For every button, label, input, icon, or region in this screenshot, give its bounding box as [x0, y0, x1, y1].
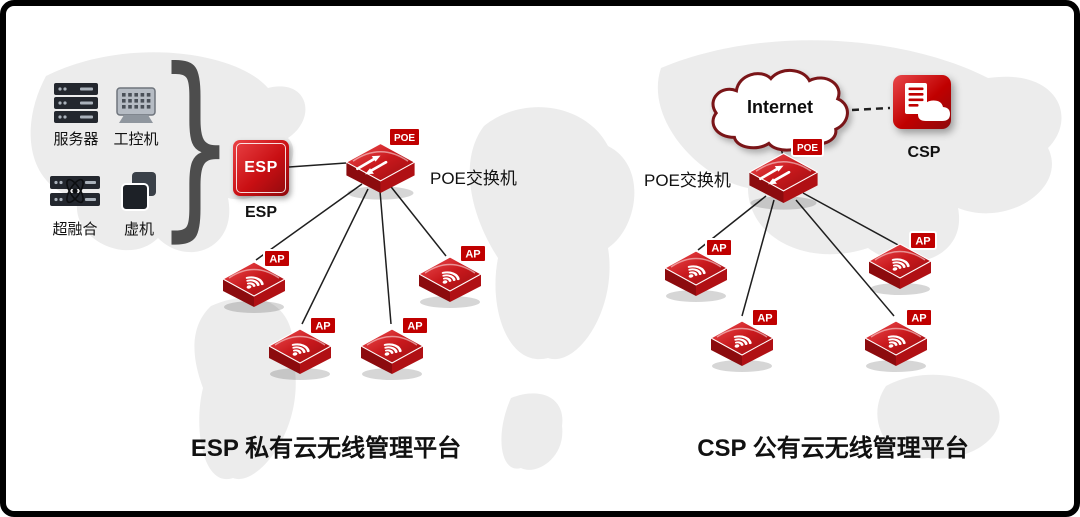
internet-cloud: Internet [704, 66, 856, 156]
svg-text:AP: AP [407, 321, 422, 333]
group-brace: } [156, 27, 235, 260]
svg-text:AP: AP [915, 236, 930, 248]
ap-badge: AP [909, 231, 937, 250]
ap-badge: AP [905, 308, 933, 327]
vm-label: 虚机 [123, 221, 154, 238]
svg-text:AP: AP [465, 249, 480, 261]
ap-device: AP [858, 308, 934, 379]
svg-text:POE: POE [394, 133, 415, 144]
internet-label: Internet [746, 96, 813, 117]
ipc-label: 工控机 [113, 131, 159, 148]
ap-badge: AP [309, 316, 337, 335]
industrial-pc-icon [114, 86, 158, 131]
csp-caption: CSP [907, 144, 941, 161]
ap-badge: AP [263, 249, 291, 268]
right-title: CSP 公有云无线管理平台 [697, 435, 969, 462]
poe-switch-left: POE [339, 126, 423, 205]
csp-icon [892, 74, 956, 134]
server-label: 服务器 [53, 131, 99, 148]
poe-badge: POE [791, 137, 824, 157]
esp-caption: ESP [244, 204, 277, 221]
cloud-glyph [918, 100, 950, 121]
svg-text:AP: AP [757, 313, 772, 325]
poe-switch-right: POE [742, 136, 826, 215]
ap-device: AP [262, 316, 338, 387]
hyperconverged-label: 超融合 [52, 221, 98, 238]
ap-device: AP [658, 238, 734, 309]
poe-switch-label-left: POE交换机 [430, 169, 517, 188]
poe-badge: POE [388, 127, 421, 147]
ap-badge: AP [459, 244, 487, 263]
svg-text:AP: AP [315, 321, 330, 333]
hyperconverged-icon [48, 172, 102, 219]
left-title: ESP 私有云无线管理平台 [190, 435, 462, 462]
svg-text:POE: POE [797, 143, 818, 154]
ap-device: AP [704, 308, 780, 379]
poe-switch-label-right: POE交换机 [644, 171, 731, 190]
ap-device: AP [862, 231, 938, 302]
ap-badge: AP [401, 316, 429, 335]
ap-badge: AP [705, 238, 733, 257]
esp-box-label: ESP [244, 159, 278, 176]
svg-text:AP: AP [911, 313, 926, 325]
svg-text:AP: AP [269, 254, 284, 266]
ap-badge: AP [751, 308, 779, 327]
esp-box: ESP [233, 140, 289, 196]
svg-text:AP: AP [711, 243, 726, 255]
ap-device: AP [354, 316, 430, 387]
ap-device: AP [412, 244, 488, 315]
ap-device: AP [216, 249, 292, 320]
server-stack-icon [52, 82, 100, 131]
virtual-machine-icon [118, 170, 160, 219]
